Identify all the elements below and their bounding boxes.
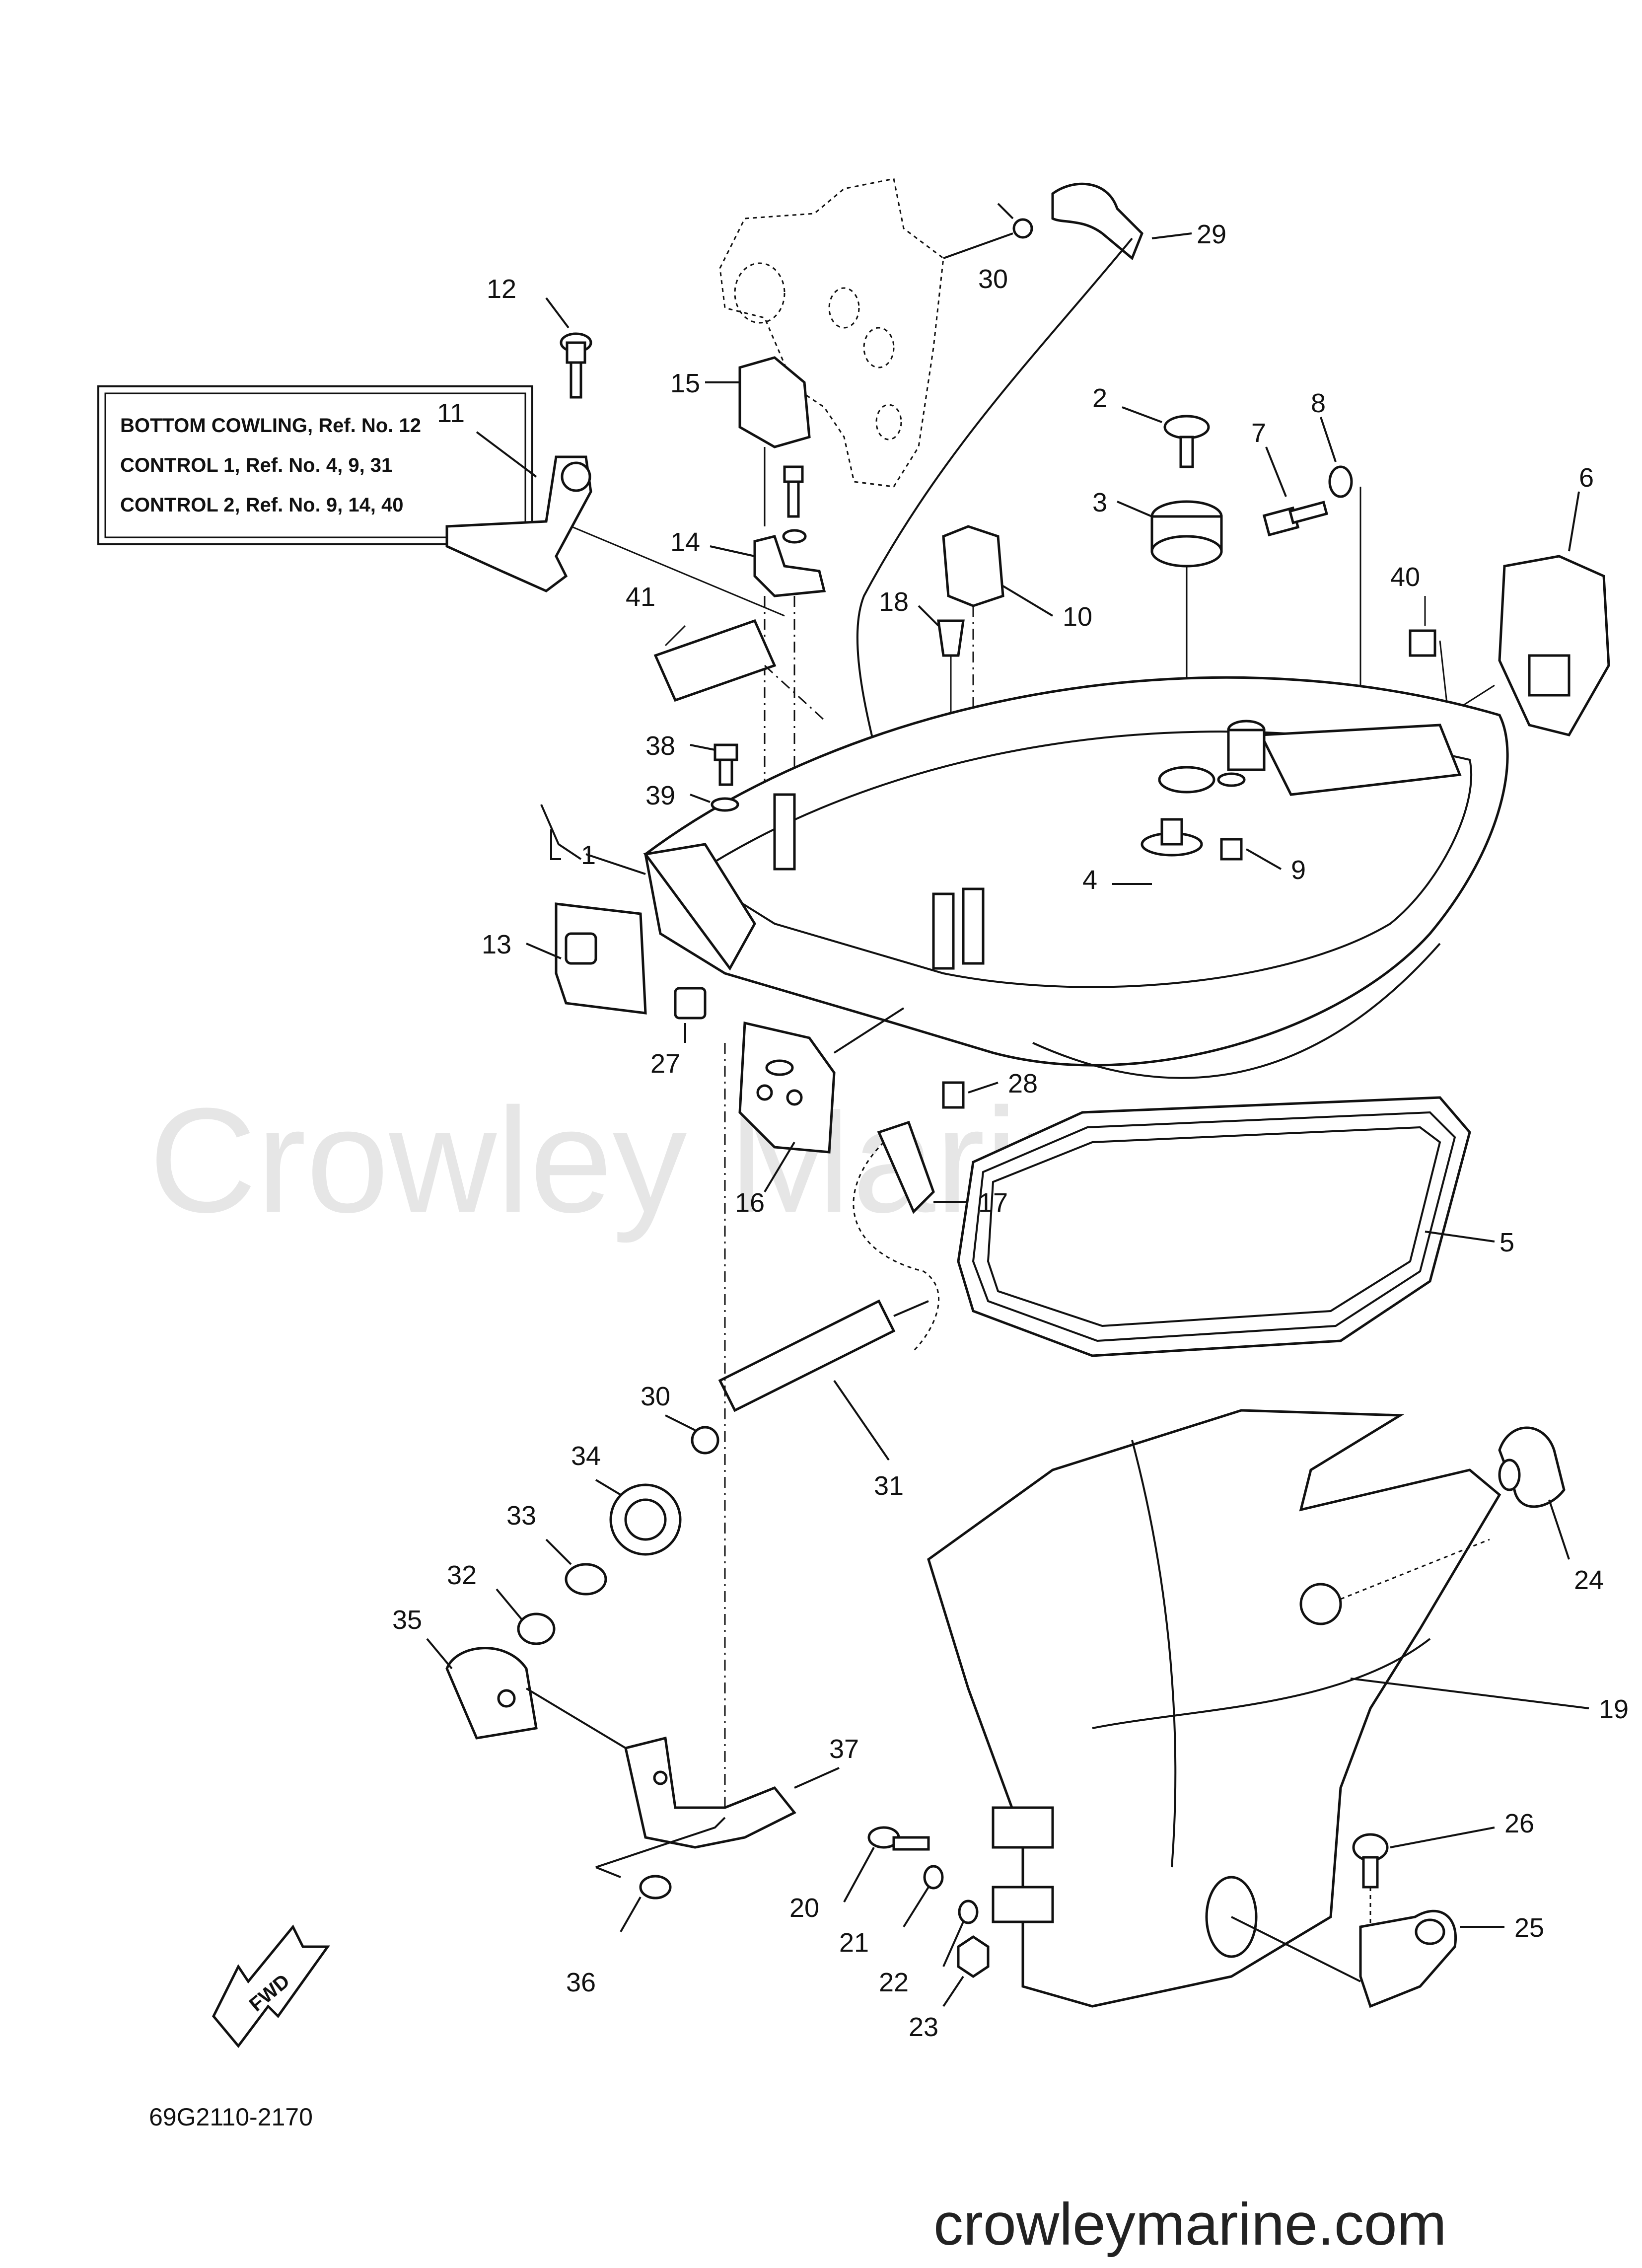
callout-38: 38 <box>645 731 675 761</box>
callout-4: 4 <box>1082 865 1097 895</box>
callout-22: 22 <box>879 1968 909 1997</box>
part-5-gasket <box>957 1096 1495 1357</box>
callout-16: 16 <box>735 1188 765 1218</box>
callout-18: 18 <box>879 587 909 617</box>
legend-line-1: BOTTOM COWLING, Ref. No. 12 <box>120 415 421 437</box>
part-27-pad <box>674 987 707 1043</box>
part-20-23-hardware <box>843 1826 990 2007</box>
callout-24: 24 <box>1574 1565 1604 1595</box>
callout-21: 21 <box>839 1928 869 1958</box>
part-9-screw <box>1220 838 1282 870</box>
callout-27: 27 <box>650 1049 680 1079</box>
diagram-code: 69G2110-2170 <box>149 2103 313 2131</box>
callout-5: 5 <box>1499 1228 1514 1257</box>
part-2-3-grommet <box>1117 406 1223 775</box>
part-15-clamp <box>705 356 811 526</box>
callout-14: 14 <box>670 527 700 557</box>
part-1-bottom-cowling <box>585 676 1509 1079</box>
callout-34: 34 <box>571 1441 601 1471</box>
callout-41: 41 <box>626 582 655 612</box>
callout-39: 39 <box>645 781 675 810</box>
callout-6: 6 <box>1579 463 1594 493</box>
legend-line-2: CONTROL 1, Ref. No. 4, 9, 31 <box>120 454 392 476</box>
part-19-lower-cowling <box>927 1409 1589 2008</box>
fwd-arrow-icon: FWD <box>212 1924 330 2049</box>
callout-3: 3 <box>1092 488 1107 517</box>
legend-box: BOTTOM COWLING, Ref. No. 12 CONTROL 1, R… <box>97 385 582 860</box>
part-12-bolt <box>545 297 592 399</box>
part-35-mount <box>426 1638 627 1749</box>
callout-32: 32 <box>447 1560 477 1590</box>
callout-26: 26 <box>1504 1809 1534 1838</box>
part-10-plug <box>942 525 1054 1043</box>
callout-25: 25 <box>1514 1913 1544 1943</box>
callout-19: 19 <box>1599 1694 1629 1724</box>
callout-1: 1 <box>581 840 596 870</box>
part-36-screw <box>595 1817 726 1932</box>
callout-8: 8 <box>1311 388 1326 418</box>
callout-7: 7 <box>1251 418 1266 448</box>
callout-31: 31 <box>874 1471 904 1501</box>
callout-28: 28 <box>1008 1069 1038 1098</box>
callout-23: 23 <box>909 2012 938 2042</box>
callout-12: 12 <box>487 274 516 304</box>
callout-13: 13 <box>482 930 511 959</box>
part-11-bracket <box>445 431 785 617</box>
callout-30-top: 30 <box>978 264 1008 294</box>
part-6-control <box>1439 491 1610 736</box>
part-30-clip-top <box>943 203 1033 259</box>
callout-11: 11 <box>437 398 465 428</box>
part-25-26-bracket-screw <box>1231 1827 1504 2008</box>
part-33-washer <box>545 1538 607 1596</box>
callout-35: 35 <box>392 1605 422 1635</box>
part-13-cover <box>526 902 647 1015</box>
part-38-39-bolt-washer <box>690 743 739 812</box>
callout-17: 17 <box>978 1188 1008 1218</box>
part-24-grommet <box>1498 1426 1570 1560</box>
part-17-cable-seal <box>853 1120 973 1352</box>
callout-29: 29 <box>1197 219 1226 249</box>
site-name: crowleymarine.com <box>933 2191 1447 2258</box>
callout-2: 2 <box>1092 383 1107 413</box>
callout-36: 36 <box>566 1968 596 1997</box>
callout-10: 10 <box>1063 602 1092 632</box>
powerhead-outline <box>719 178 944 488</box>
callout-15: 15 <box>670 368 700 398</box>
legend-line-3: CONTROL 2, Ref. No. 9, 14, 40 <box>120 494 404 516</box>
callout-9: 9 <box>1291 855 1306 885</box>
part-41-decal <box>653 619 825 721</box>
part-30-clip-lower <box>665 1414 719 1455</box>
callout-40: 40 <box>1390 562 1420 592</box>
callout-20: 20 <box>789 1893 819 1923</box>
callout-30-lower: 30 <box>641 1382 670 1411</box>
callout-33: 33 <box>506 1501 536 1531</box>
part-16-grommet <box>738 1007 905 1193</box>
callout-37: 37 <box>829 1734 859 1764</box>
part-32-screw <box>496 1588 556 1645</box>
part-28-screw <box>942 1081 999 1109</box>
part-29-hose <box>856 182 1192 820</box>
part-18-plug <box>918 605 965 894</box>
part-14-bolt-and-plate <box>710 465 826 894</box>
part-31-cable <box>718 1299 929 1461</box>
part-34-nut <box>595 1479 682 1556</box>
